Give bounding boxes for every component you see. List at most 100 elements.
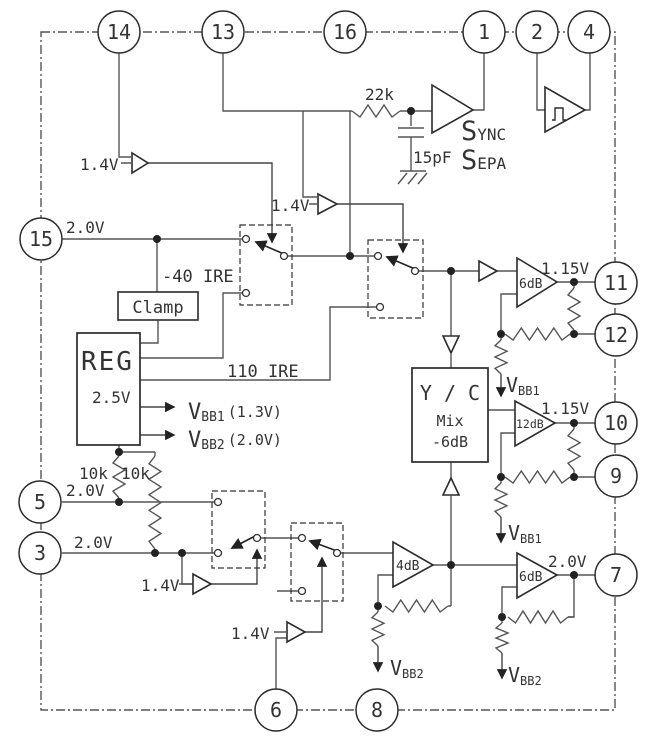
pin3-voltage-label: 2.0V: [74, 533, 113, 552]
vbb1-v: V: [506, 373, 518, 397]
junction-dot: [407, 107, 415, 115]
switch1-contact-a: [241, 234, 251, 244]
sync-rest: YNC: [477, 125, 506, 144]
resistor-6db-horiz: [504, 326, 571, 342]
junction-dot: [153, 235, 161, 243]
wire-pin3-to-comparator3: [181, 553, 193, 585]
resistor-4db-horiz: [384, 598, 449, 614]
pin-2: [515, 10, 559, 54]
vbb2-pull-label: VBB2: [390, 656, 424, 681]
sync-sepa-label-line1: SYNC: [461, 116, 506, 147]
pin-7: [594, 553, 638, 597]
pin-1: [462, 10, 506, 54]
pin-16: [323, 10, 367, 54]
sync-sepa-label-line2: SEPA: [461, 145, 507, 176]
pin5-voltage-label: 2.0V: [66, 481, 105, 500]
pin-12-label: 12: [604, 323, 628, 347]
clamp-label: Clamp: [132, 298, 183, 318]
pin-8: [355, 688, 399, 732]
resistor-12db-vbb1: [493, 482, 509, 518]
gain-4db-label: 4dB: [396, 559, 420, 574]
wire-syncsepa-to-pin1: [473, 53, 485, 111]
switch1-contact-b: [241, 288, 251, 298]
vbb1-v: V: [188, 400, 201, 425]
switch1-blade: [254, 240, 285, 255]
vbb1-sub: BB1: [201, 410, 224, 425]
resistor-12db-horiz: [504, 469, 571, 485]
switch2-box: [367, 239, 424, 319]
switch4-blade: [308, 538, 338, 552]
wire-comparator4-to-switch4-control: [305, 556, 328, 633]
ref-1-4v-label: 1.4V: [231, 624, 270, 643]
capacitor-15pf-label: 15pF: [413, 148, 452, 167]
sync-initial: S: [461, 116, 477, 147]
ref-1-4v-label: 1.4V: [271, 196, 310, 215]
amp-12db: [514, 399, 557, 448]
vbb1-pull-label: VBB1: [508, 521, 542, 546]
pin-5-label: 5: [34, 490, 46, 514]
reg-box: [76, 332, 141, 446]
switch3-blade: [230, 534, 258, 549]
vbb2-output-label: VBB2 (2.0V): [188, 428, 282, 453]
junction-dot: [570, 473, 578, 481]
sync-sepa-amp: [431, 83, 475, 135]
switch1-box: [239, 224, 293, 306]
vbb2-v: V: [188, 428, 201, 453]
comparator-ref-dashes: [121, 162, 317, 633]
resistor-10k-right-label: 10k: [121, 464, 150, 483]
wire-pin6-to-comparator4: [275, 637, 287, 690]
comparator2-icon: [317, 192, 339, 216]
switch4-contact-b: [297, 586, 307, 596]
resistor-10k-right: [147, 455, 163, 550]
comparator1-icon: [131, 151, 150, 175]
resistor-6db-bottom-vbb2: [494, 622, 510, 654]
signal-buffer-icon: [478, 259, 499, 283]
110-ire-label: 110 IRE: [227, 362, 299, 382]
sepa-rest: EPA: [477, 154, 506, 173]
ref-1-4v-label: 1.4V: [80, 155, 119, 174]
yc-mix-label: Mix: [436, 412, 463, 430]
junction-dot: [374, 602, 382, 610]
junction-dot: [497, 473, 505, 481]
wire-comparator1-to-switch1-control: [148, 162, 278, 244]
pin-4: [567, 10, 611, 54]
gain-6db-bottom-label: 6dB: [519, 570, 543, 585]
switch3-contact-a: [213, 497, 223, 507]
switch4-contact-a: [297, 533, 307, 543]
resistor-6db-vert: [566, 287, 582, 331]
junction-dot: [570, 330, 578, 338]
wire-110ire-to-switch2-lower: [140, 306, 376, 381]
switch3-box: [211, 490, 266, 569]
yc-mix-box: [411, 367, 489, 463]
junction-dot: [151, 549, 159, 557]
yc-title-label: Y / C: [420, 381, 480, 405]
vbb2-sub: BB2: [201, 438, 224, 453]
resistor-22k: [351, 103, 401, 119]
pin-15: [19, 217, 63, 261]
pin-9-label: 9: [610, 464, 622, 488]
vbb2-pull-label: VBB2: [508, 663, 542, 688]
clamp-box: [117, 291, 199, 321]
sepa-initial: S: [461, 145, 477, 176]
wire-pin2-to-pulse-amp: [536, 53, 545, 111]
pin-11-label: 11: [604, 271, 628, 295]
vbb2-v: V: [508, 663, 520, 687]
switch2-contact-a: [373, 251, 383, 261]
pin-10-label: 10: [604, 411, 628, 435]
vbb1-value: (1.3V): [228, 403, 282, 421]
vbb1-pull-label: VBB1: [506, 373, 540, 398]
pin-9: [594, 454, 638, 498]
gain-12db-label: 12dB: [516, 417, 544, 431]
ground-icon: [397, 170, 428, 185]
pin-15-label: 15: [29, 227, 53, 251]
amp-4db: [392, 540, 435, 589]
comparator3-icon: [192, 572, 213, 596]
junction-dot: [497, 330, 505, 338]
pin15-voltage-label: 2.0V: [66, 218, 105, 237]
vbb1-output-label: VBB1 (1.3V): [188, 400, 282, 425]
switch1-contact-common: [279, 251, 289, 261]
up-buffer-icon: [441, 476, 461, 496]
vbb2-value: (2.0V): [228, 431, 282, 449]
resistor-12db-vert: [566, 428, 582, 471]
pin-5: [18, 480, 62, 524]
